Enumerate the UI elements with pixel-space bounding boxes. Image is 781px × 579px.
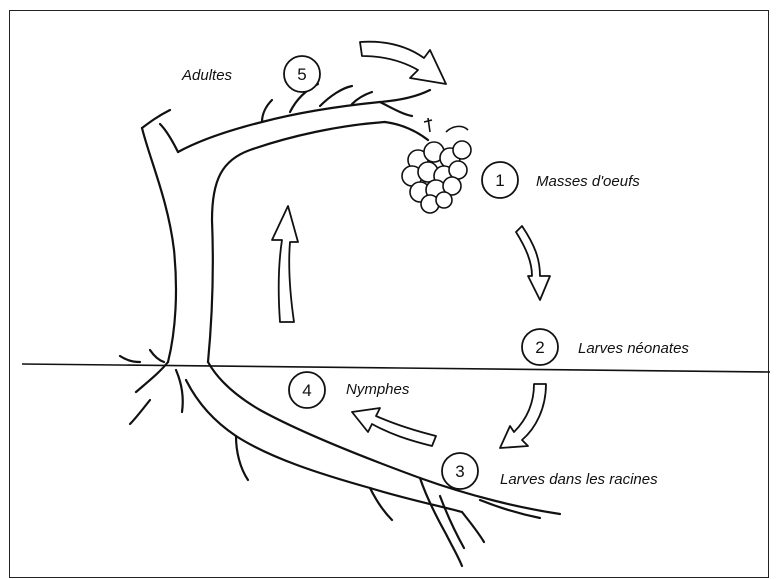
egg-mass-icon	[402, 118, 471, 213]
stage-4-number: 4	[302, 381, 311, 400]
arrow-adults-to-eggs	[360, 42, 446, 84]
stage-2-number: 2	[535, 338, 544, 357]
stage-3-label: Larves dans les racines	[500, 471, 658, 488]
arrow-nymphs-to-adults	[272, 206, 298, 322]
stage-5-label: Adultes	[181, 67, 233, 84]
arrow-eggs-to-neonates	[516, 226, 550, 300]
stage-3-number: 3	[455, 462, 464, 481]
tree	[120, 84, 560, 566]
stage-2-label: Larves néonates	[578, 340, 689, 357]
stage-circles	[284, 56, 558, 489]
stage-1-number: 1	[495, 171, 504, 190]
arrow-neonates-to-larvae	[500, 384, 546, 448]
stage-4-label: Nymphes	[346, 381, 410, 398]
stage-1-label: Masses d'oeufs	[536, 173, 640, 190]
arrow-larvae-to-nymphs	[352, 408, 436, 446]
stage-5-number: 5	[297, 65, 306, 84]
ground-line	[22, 364, 770, 372]
